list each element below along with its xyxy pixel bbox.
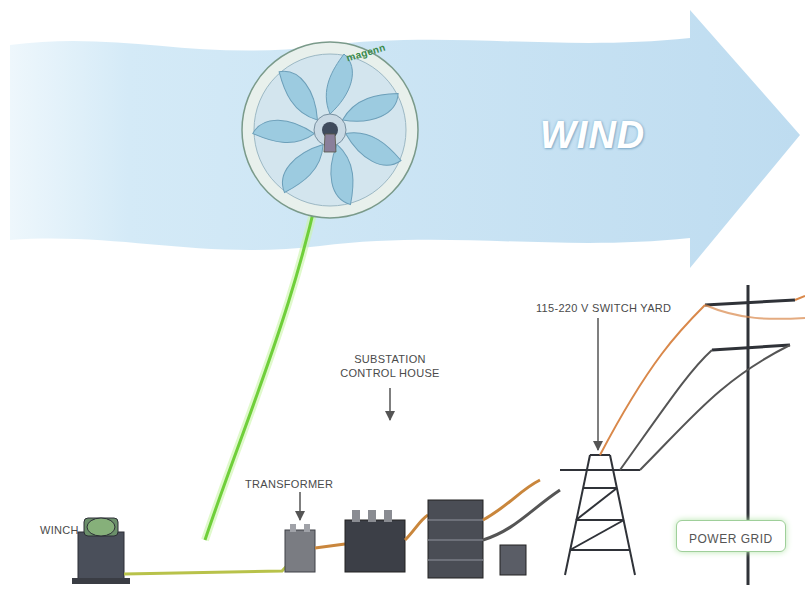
label-anchor: TRANSFORMER <box>245 474 333 492</box>
label-anchor: WINCH <box>40 520 79 538</box>
power-grid-box: POWER GRID <box>676 520 786 552</box>
part-label: 115-220 V SWITCH YARD <box>536 301 671 315</box>
part-label: WINCH <box>40 523 79 537</box>
label-anchor: SUBSTATION CONTROL HOUSE <box>340 352 440 380</box>
part-label: SUBSTATION CONTROL HOUSE <box>340 352 440 380</box>
label-anchor: 115-220 V SWITCH YARD <box>536 298 671 316</box>
power-grid-label: POWER GRID <box>689 532 773 546</box>
part-label: TRANSFORMER <box>245 477 333 491</box>
wind-label: WIND <box>540 114 645 157</box>
